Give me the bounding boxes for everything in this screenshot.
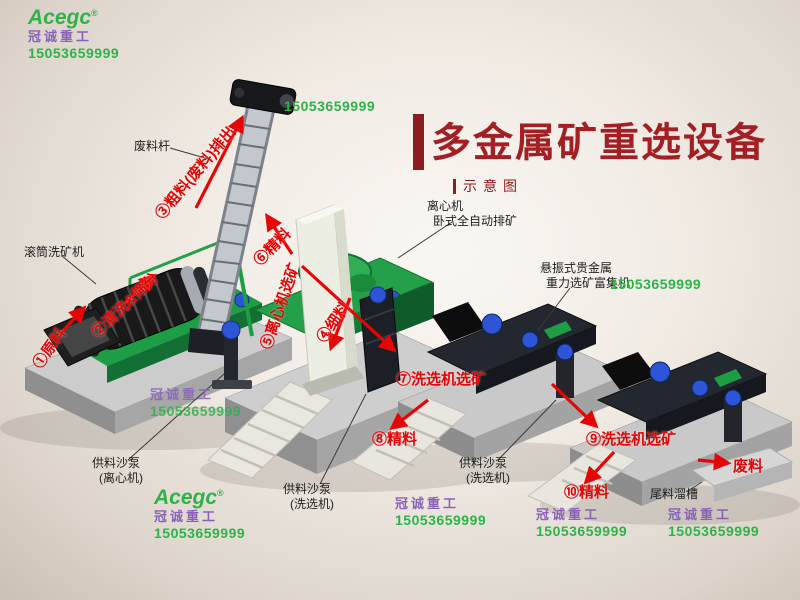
brand-logo: Acegc® [154,486,224,509]
leader-lines [61,147,703,493]
brand-logo: Acegc® [28,6,98,29]
flow-arrow-10 [583,450,616,485]
bucket-elevator [188,79,297,356]
leader-centrifuge [397,221,453,259]
brand-phone: 15053659999 [610,276,702,292]
label-pump2-1: 供料沙泵 [283,482,332,496]
elevator-head-drum [229,79,297,115]
brand-phone: 15053659999 [668,522,760,539]
watermark-bottom-mid: 冠诚重工 15053659999 [395,496,487,528]
leader-tailings [685,481,703,493]
leader-pump1 [127,373,225,461]
title-accent-bar [413,114,424,170]
staircase-washer1 [351,397,467,481]
label-tailings-chute: 尾料溜槽 [650,487,699,501]
leader-shaker [537,287,571,331]
leader-waste-rod [169,147,213,161]
watermark-top-left: Acegc® 冠诚重工 15053659999 [28,6,119,61]
brand-phone: 15053659999 [395,511,487,528]
watermark-bottom-right-2: 冠诚重工 15053659999 [668,507,760,539]
brand-name: 冠诚重工 [395,496,460,511]
label-centrifuge-1: 离心机 [427,199,464,213]
brand-phone: 15053659999 [28,45,120,62]
label-waste-rod: 废料杆 [134,139,171,153]
watermark-top-mid: 15053659999 [284,98,375,114]
flow-arrow-1 [58,305,87,336]
watermark-bottom-right-1: 冠诚重工 15053659999 [536,507,628,539]
flow-arrow-3 [194,114,244,209]
label-pump2-2: (洗选机) [290,497,334,511]
flow-arrows [58,114,732,485]
tailings-chute [690,447,794,502]
flow-arrow-6 [265,213,294,255]
label-shaker-2: 重力选矿富集机 [546,276,631,290]
ground-shadows [0,406,800,525]
leader-pump2 [319,393,367,485]
staircase-centrifuge [207,381,333,479]
brand-phone: 15053659999 [154,525,246,542]
brand-name: 冠诚重工 [28,29,93,45]
watermark-on-machine: 冠诚重工 15053659999 [150,387,242,419]
flow-label-concentrate-3: ⑩精料 [564,484,610,501]
watermark-right: 15053659999 [610,276,701,292]
subtitle: 示意图 [463,178,523,194]
subtitle-accent-bar [453,178,456,194]
page-title: 多金属矿重选设备 [431,121,767,165]
label-shaker-1: 悬振式贵金属 [540,261,613,275]
leader-drum-washer [61,255,97,285]
label-pump1-1: 供料沙泵 [92,456,141,470]
label-pump3-1: 供料沙泵 [459,456,508,470]
flow-label-waste: 废料 [733,458,764,475]
sand-pump-washer2 [556,352,574,398]
label-pump1-2: (离心机) [99,471,143,485]
label-drum-washer: 滚筒洗矿机 [24,245,85,259]
sand-pump-centrifuge [212,320,252,389]
flow-label-washer-sep-2: ⑨洗选机选矿 [586,431,677,448]
washing-machine-2 [596,351,768,442]
brand-name: 冠诚重工 [536,507,601,522]
watermark-bottom-left: Acegc® 冠诚重工 15053659999 [154,486,245,541]
brand-phone: 15053659999 [150,402,242,419]
label-centrifuge-2: 卧式全自动排矿 [433,214,518,228]
brand-name: 冠诚重工 [668,507,733,522]
brand-phone: 15053659999 [284,98,376,114]
label-pump3-2: (洗选机) [466,471,510,485]
brand-phone: 15053659999 [536,522,628,539]
flow-label-concentrate-2: ⑧精料 [372,431,418,448]
washing-machine-1 [426,302,598,398]
brand-name: 冠诚重工 [154,509,219,525]
flow-arrow-waste [697,452,732,471]
flow-label-washer-sep-1: ⑦洗选机选矿 [396,371,487,388]
flow-arrow-9 [550,382,599,429]
flow-arrow-8 [389,398,429,431]
title-block: 多金属矿重选设备 示意图 [413,110,767,196]
leader-pump3 [497,399,557,461]
flow-arrow-2 [122,273,157,306]
flow-arrow-5 [300,264,397,353]
brand-name: 冠诚重工 [150,387,215,402]
